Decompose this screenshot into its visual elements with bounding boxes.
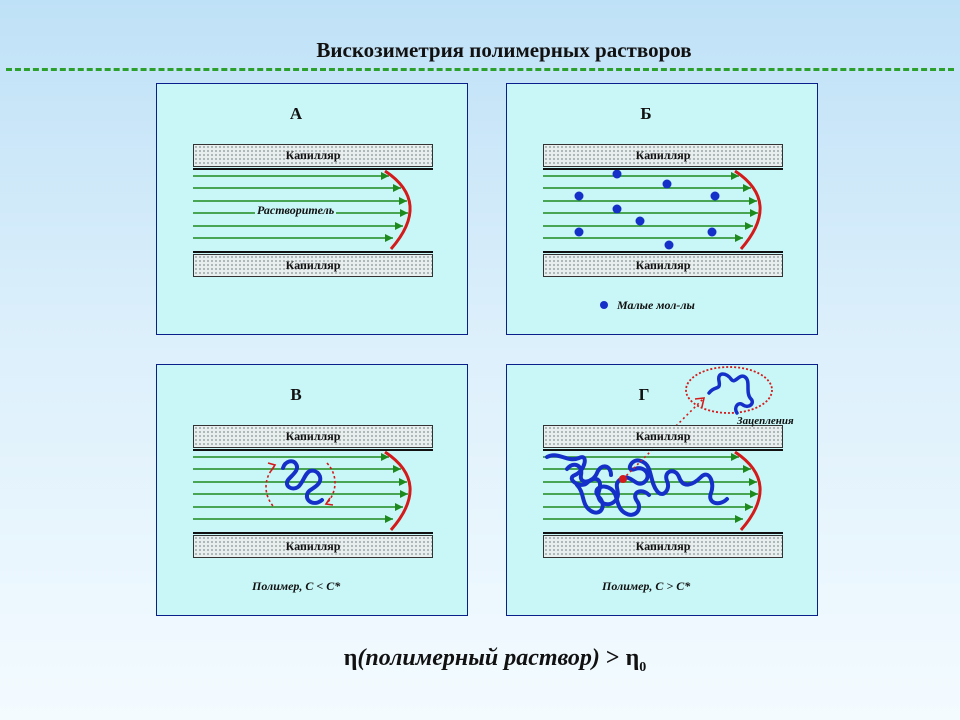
flow-arrowhead xyxy=(381,172,389,180)
small-molecule xyxy=(664,240,674,250)
flow-lines xyxy=(193,453,408,523)
polymer-concentration-note: Полимер, C < C* xyxy=(252,579,341,593)
flow-arrowhead xyxy=(395,222,403,230)
small-molecule xyxy=(710,191,720,201)
flow-arrowhead xyxy=(745,222,753,230)
panel-b-flow-diagram xyxy=(543,169,762,309)
small-molecule xyxy=(574,191,584,201)
flow-arrowhead xyxy=(395,503,403,511)
velocity-profile xyxy=(734,450,762,531)
flow-arrowhead xyxy=(749,478,757,486)
flow-arrowhead xyxy=(750,209,758,217)
formula-text: (полимерный раствор) xyxy=(357,645,600,671)
polymer-chain xyxy=(545,453,729,507)
panel-g-letter: Г xyxy=(638,385,650,404)
flow-arrowhead xyxy=(400,209,408,217)
capillary-bottom: Капилляр xyxy=(193,532,433,558)
entangled-chain-detail xyxy=(707,372,755,415)
panel-v-flow-diagram xyxy=(193,450,412,531)
small-molecules xyxy=(574,169,720,250)
slide-title: Вискозиметрия полимерных растворов xyxy=(316,38,692,62)
flow-arrowhead xyxy=(731,172,739,180)
flow-arrowhead xyxy=(385,515,393,523)
capillary-top: Капилляр xyxy=(193,425,433,451)
polymer-chain xyxy=(575,483,651,517)
small-molecules-legend: Малые мол-лы xyxy=(617,298,695,312)
flow-arrowhead xyxy=(743,184,751,192)
formula-operator: > xyxy=(599,645,626,671)
flow-arrowhead xyxy=(731,453,739,461)
panel-b: Б Капилляр Капилляр Малые мол-лы xyxy=(506,83,818,335)
entanglement-label: Зацепления xyxy=(737,415,794,427)
rotation-arrowhead xyxy=(267,462,277,472)
capillary-bottom: Капилляр xyxy=(193,251,433,277)
velocity-profile xyxy=(384,169,412,250)
panel-a-letter: А xyxy=(289,104,303,123)
capillary-top: Капилляр xyxy=(543,425,783,451)
rotation-arrow-right xyxy=(326,462,336,503)
flow-arrowhead xyxy=(393,184,401,192)
legend-molecule-marker xyxy=(600,301,608,309)
viscosity-inequality: η(полимерный раствор) > η0 xyxy=(0,645,960,676)
panel-v-letter: В xyxy=(290,385,302,404)
entanglement-callout xyxy=(685,366,773,414)
flow-arrowhead xyxy=(743,465,751,473)
flow-arrowhead xyxy=(381,453,389,461)
flow-lines xyxy=(193,172,408,242)
flow-arrowhead xyxy=(735,234,743,242)
flow-arrowhead xyxy=(399,478,407,486)
flow-arrowhead xyxy=(745,503,753,511)
polymer-coil xyxy=(281,459,324,505)
panel-b-letter: Б xyxy=(640,104,652,123)
velocity-profile xyxy=(384,450,412,531)
capillary-top: Капилляр xyxy=(193,144,433,170)
panel-v: В Капилляр Капилляр Полимер, C < C* xyxy=(156,364,468,616)
flow-arrowhead xyxy=(385,234,393,242)
panel-a-flow-diagram xyxy=(193,169,412,250)
flow-lines xyxy=(543,453,758,523)
small-molecule xyxy=(612,169,622,179)
flow-arrowhead xyxy=(400,490,408,498)
capillary-bottom: Капилляр xyxy=(543,532,783,558)
rotation-arrowhead xyxy=(324,497,334,506)
small-molecule xyxy=(612,204,622,214)
small-molecule xyxy=(635,216,645,226)
capillary-top: Капилляр xyxy=(543,144,783,170)
callout-arrowhead xyxy=(694,397,706,408)
flow-arrowhead xyxy=(735,515,743,523)
flow-arrowhead xyxy=(750,490,758,498)
flow-arrowhead xyxy=(749,197,757,205)
panel-a: А Капилляр Капилляр Растворитель xyxy=(156,83,468,335)
velocity-profile xyxy=(734,169,762,250)
small-molecule xyxy=(574,227,584,237)
flow-arrowhead xyxy=(393,465,401,473)
flow-lines xyxy=(543,172,758,242)
polymer-chain xyxy=(565,462,613,484)
capillary-bottom: Капилляр xyxy=(543,251,783,277)
small-molecule xyxy=(662,179,672,189)
eta-symbol: η xyxy=(343,645,358,671)
solvent-label: Растворитель xyxy=(255,203,337,218)
rotation-arrow-left xyxy=(265,466,275,507)
flow-arrowhead xyxy=(399,197,407,205)
eta0-subscript: 0 xyxy=(639,659,647,675)
polymer-concentration-note: Полимер, C > C* xyxy=(602,579,691,593)
eta0-symbol: η xyxy=(625,645,640,671)
title-divider xyxy=(6,68,954,71)
small-molecule xyxy=(707,227,717,237)
panel-g: Г Капилляр Капилляр Зацепления Полимер, … xyxy=(506,364,818,616)
